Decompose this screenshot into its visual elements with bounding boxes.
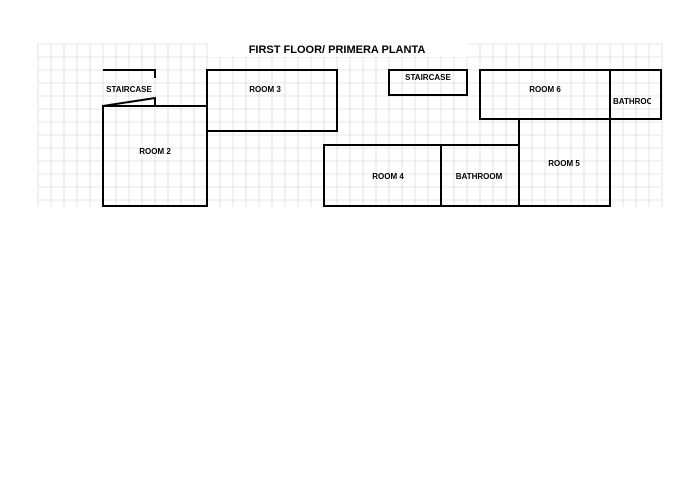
staircase-center-label: STAIRCASE: [405, 73, 451, 82]
room5-label: ROOM 5: [548, 159, 580, 168]
room5-walls: [518, 118, 611, 207]
bathroom-right-label: BATHROOM: [613, 97, 660, 106]
plan-title: FIRST FLOOR/ PRIMERA PLANTA: [249, 44, 426, 56]
room2-walls: [102, 105, 208, 207]
room6-label: ROOM 6: [529, 85, 561, 94]
room3-label: ROOM 3: [249, 85, 281, 94]
walls: [102, 69, 662, 207]
staircase-center-walls: [388, 69, 468, 96]
room-labels: STAIRCASE ROOM 2 ROOM 3 STAIRCASE ROOM 6…: [106, 73, 660, 181]
staircase-left-label: STAIRCASE: [106, 85, 152, 94]
bathroom-right-walls: [609, 69, 662, 120]
room4-label: ROOM 4: [372, 172, 404, 181]
bathroom-center-label: BATHROOM: [456, 172, 503, 181]
grid-background: [37, 42, 663, 207]
room3-walls: [206, 69, 338, 132]
room2-label: ROOM 2: [139, 147, 171, 156]
title-backdrop: [208, 42, 468, 57]
